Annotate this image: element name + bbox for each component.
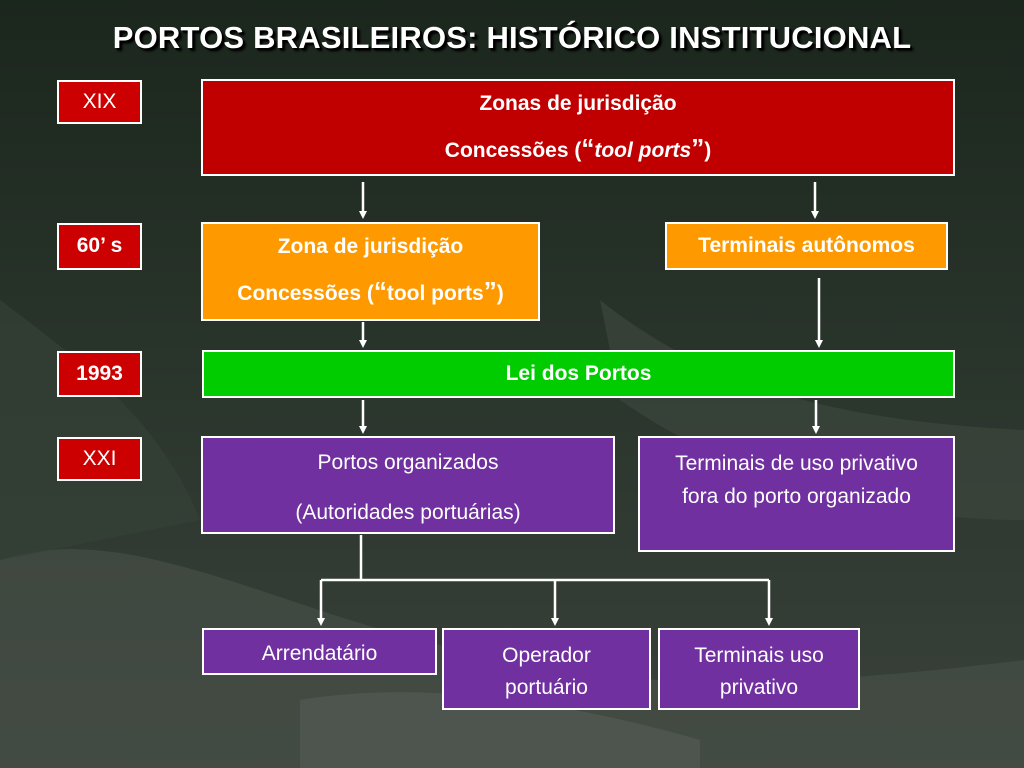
era-label-1993: 1993 [57,351,142,397]
era-label-xxi: XXI [57,437,142,481]
box-portos-organizados: Portos organizados (Autoridades portuári… [201,436,615,534]
zona60-pre: Concessões ( [237,282,374,306]
zona60-line2: Concessões (“tool ports”) [203,275,538,308]
box-lei-dos-portos: Lei dos Portos [202,350,955,398]
operador-line2: portuário [505,675,588,699]
zona60-post: ) [496,282,504,306]
portos-org-line2: (Autoridades portuárias) [295,501,521,525]
box-terminais-uso-privativo-fora: Terminais de uso privativo fora do porto… [638,436,955,552]
era-60s-number: 60 [76,234,101,258]
era-xxi-text: XXI [82,446,117,470]
era-1993-text: 1993 [76,361,123,385]
terminais-uso-line1: Terminais uso [694,644,824,667]
zonas-quote-open: “ [581,133,595,164]
box-zona-jurisdicao-60s: Zona de jurisdição Concessões (“tool por… [201,222,540,321]
terminais-privativo-line2: fora do porto organizado [682,485,911,509]
box-terminais-autonomos: Terminais autônomos [665,222,948,270]
zona60-quote-close: ” [483,276,497,307]
box-arrendatario: Arrendatário [202,628,437,675]
lei-text: Lei dos Portos [505,361,652,385]
page-title: PORTOS BRASILEIROS: HISTÓRICO INSTITUCIO… [112,20,912,55]
era-60s-suffix: s [104,234,123,258]
terminais-uso-line2: privativo [719,675,799,699]
era-label-xix: XIX [57,80,142,124]
zonas-italic: tool ports [594,139,692,163]
era-60s-text: 60’ s [77,233,123,259]
terminais-privativo-line1: Terminais de uso privativo [675,452,918,475]
zonas-post: ) [704,139,712,163]
zonas-line1: Zonas de jurisdição [479,92,677,115]
box-terminais-uso-privativo: Terminais uso privativo [658,628,860,710]
terminais-autonomos-text: Terminais autônomos [698,233,915,257]
zona60-quote-open: “ [373,276,387,307]
zona60-line1: Zona de jurisdição [277,235,464,258]
box-zonas-jurisdicao: Zonas de jurisdição Concessões (“tool po… [201,79,955,176]
zonas-line2: Concessões (“tool ports”) [203,132,953,165]
era-xix-text: XIX [82,89,117,113]
era-60s-apostrophe: ’ [100,234,105,258]
zonas-quote-close: ” [691,133,705,164]
arrendatario-text: Arrendatário [261,642,378,665]
box-operador-portuario: Operador portuário [442,628,651,710]
zona60-mid: tool ports [386,282,484,306]
era-label-60s: 60’ s [57,223,142,270]
zonas-pre: Concessões ( [444,139,582,163]
portos-org-line1: Portos organizados [317,451,499,474]
operador-line1: Operador [502,644,591,667]
